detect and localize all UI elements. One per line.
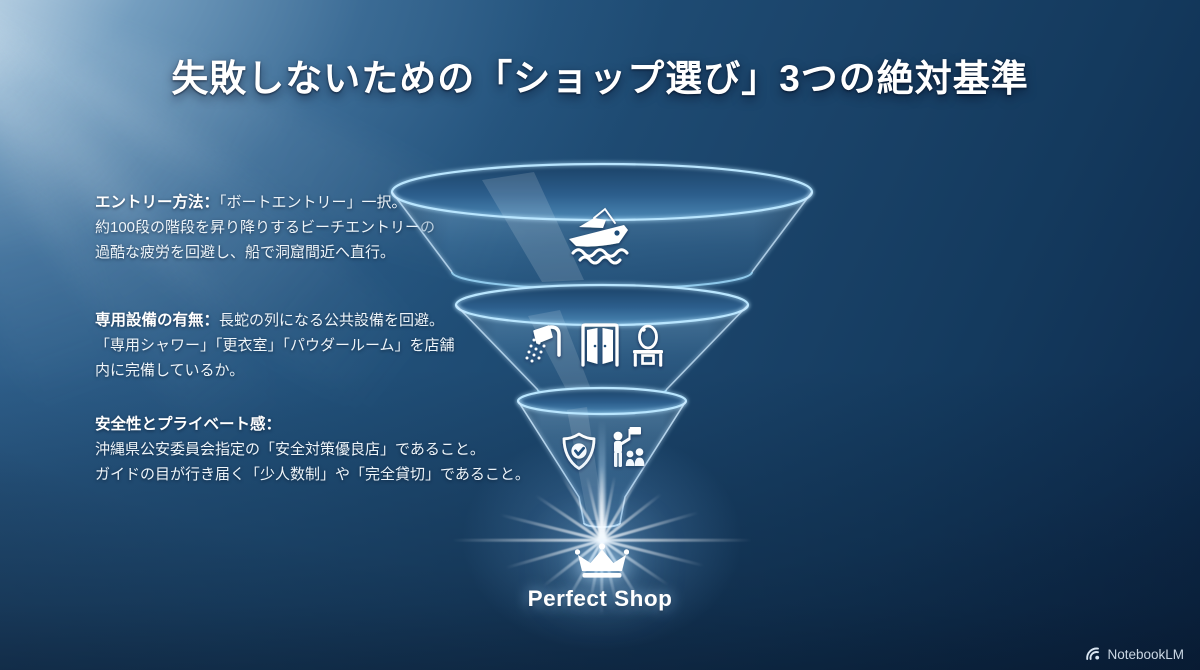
funnel-tier-3 <box>516 386 688 528</box>
notebooklm-watermark: NotebookLM <box>1085 646 1184 662</box>
boat-icon <box>569 207 629 265</box>
funnel-tier-2 <box>454 283 750 400</box>
funnel-tier-1 <box>390 162 814 290</box>
criterion-body: 長蛇の列になる公共設備を回避。 「専用シャワー」「更衣室」「パウダールーム」を店… <box>95 312 455 379</box>
funnel-diagram <box>390 162 814 528</box>
criterion-private-facilities: 専用設備の有無：長蛇の列になる公共設備を回避。 「専用シャワー」「更衣室」「パウ… <box>95 308 455 383</box>
criterion-safety-privacy: 安全性とプライベート感： 沖縄県公安委員会指定の「安全対策優良店」であること。 ガ… <box>95 412 530 487</box>
glass-highlight <box>482 172 584 282</box>
criterion-body: 沖縄県公安委員会指定の「安全対策優良店」であること。 ガイドの目が行き届く「少人… <box>95 441 530 483</box>
criterion-entry-method: エントリー方法：「ボートエントリー」一択。 約100段の階段を昇り降りするビーチ… <box>95 190 435 265</box>
result-label: Perfect Shop <box>527 586 673 611</box>
shower-icon <box>525 325 561 363</box>
notebooklm-logo-icon <box>1086 647 1100 660</box>
page-title: 失敗しないための「ショップ選び」3つの絶対基準 <box>171 58 1029 99</box>
vanity-icon <box>633 324 663 367</box>
notebooklm-label: NotebookLM <box>1107 646 1184 662</box>
door-icon <box>581 323 619 367</box>
criterion-lead: 安全性とプライベート感： <box>95 416 282 433</box>
criterion-lead: 専用設備の有無： <box>95 312 220 329</box>
criterion-body: 「ボートエントリー」一択。 約100段の階段を昇り降りするビーチエントリーの 過… <box>95 194 436 261</box>
criterion-lead: エントリー方法： <box>95 194 220 211</box>
tour-guide-icon <box>613 427 645 467</box>
crown-icon <box>575 543 629 578</box>
shield-check-icon <box>562 432 596 470</box>
